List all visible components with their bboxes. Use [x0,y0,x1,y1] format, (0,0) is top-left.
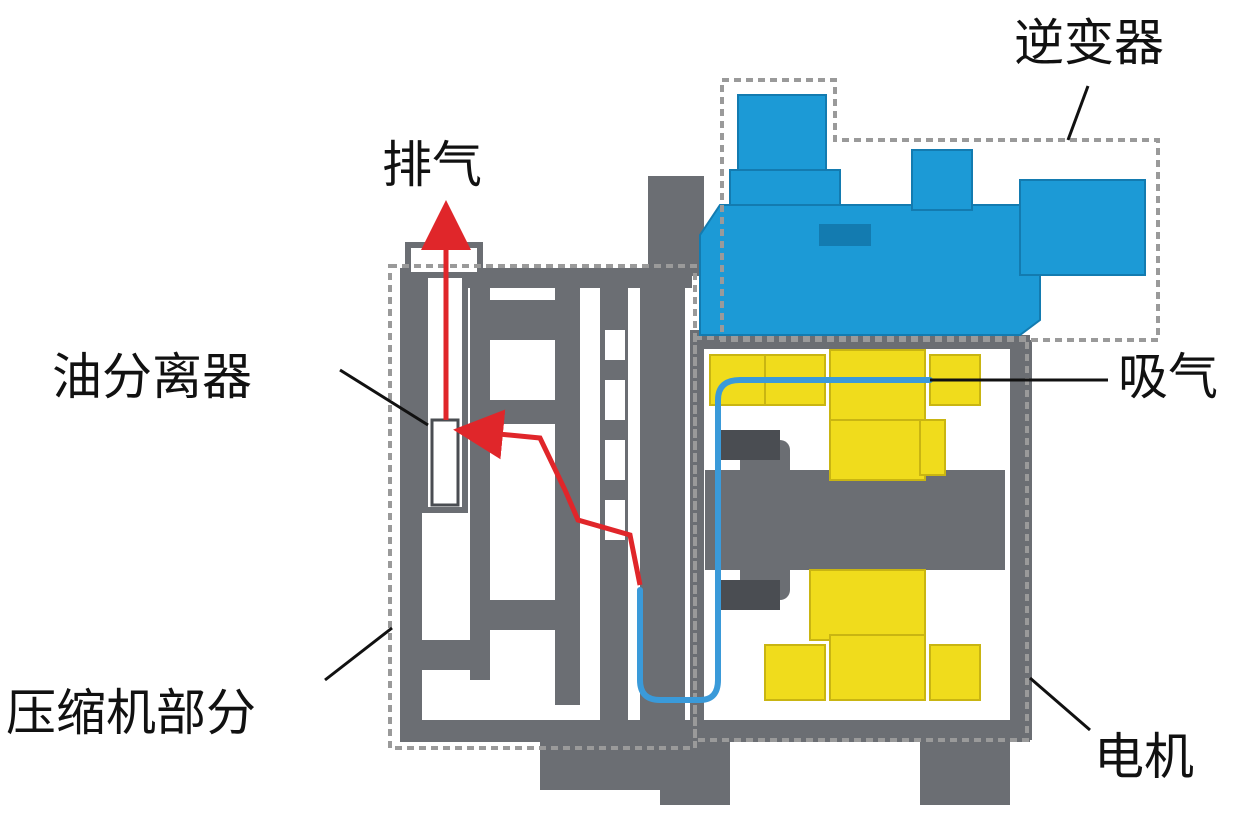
compressor-section-label: 压缩机部分 [6,684,256,742]
leader-lines [324,85,1108,732]
suction-label: 吸气 [1118,348,1218,406]
inverter-unit [699,94,1146,336]
region-outlines [388,78,1160,750]
motor-label: 电机 [1094,728,1194,786]
motor-windings [709,349,981,701]
exhaust-flow-path [453,409,643,586]
exhaust-label: 排气 [382,136,482,194]
motor-rotor-shaft [705,430,1005,610]
inverter-label: 逆变器 [1014,14,1164,72]
suction-flow-path [637,377,933,703]
oil-separator-label: 油分离器 [52,348,252,406]
